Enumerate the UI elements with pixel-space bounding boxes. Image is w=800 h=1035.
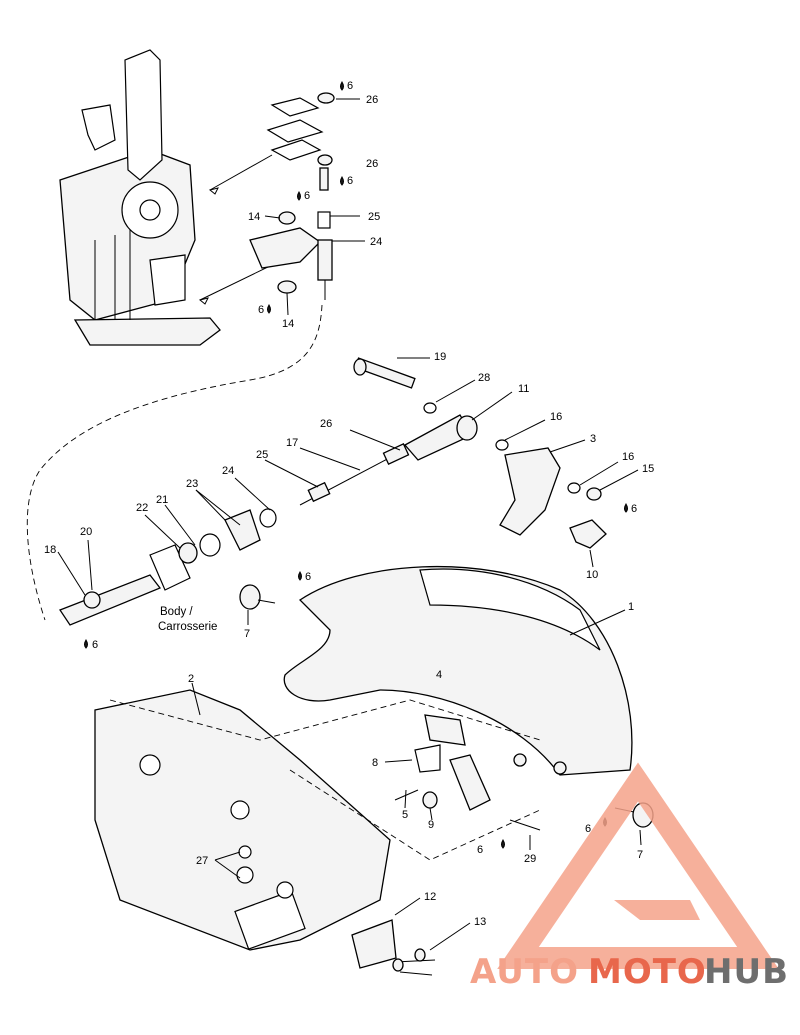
torque-ref-label: 6 (258, 304, 264, 316)
torque-ref-label: 6 (585, 823, 591, 835)
part-label-23: 23 (186, 478, 198, 490)
part-label-15: 15 (642, 463, 654, 475)
part-label-1: 1 (628, 601, 634, 613)
part-label-16: 16 (622, 451, 634, 463)
torque-ref-label: 6 (347, 175, 353, 187)
part-label-26: 26 (320, 418, 332, 430)
part-label-24: 24 (370, 236, 382, 248)
torque-ref: 6 (84, 639, 98, 651)
part-label-26: 26 (366, 94, 378, 106)
torque-ref-label: 6 (92, 639, 98, 651)
part-label-3: 3 (590, 433, 596, 445)
top-fastener-stack (249, 92, 335, 300)
cowling (283, 565, 633, 776)
part-label-7: 7 (637, 849, 643, 861)
part-label-5: 5 (402, 809, 408, 821)
bracket (499, 447, 607, 549)
part-label-28: 28 (478, 372, 490, 384)
body-note-line1: Body / (160, 606, 193, 618)
part-label-26: 26 (366, 158, 378, 170)
torque-ref: 6 (340, 175, 353, 187)
watermark-logo: AUTO MOTO HUB (470, 762, 789, 992)
leader-lines (57, 98, 642, 951)
torque-ref-label: 6 (347, 80, 353, 92)
watermark-hub: HUB (704, 952, 789, 992)
part-label-22: 22 (136, 502, 148, 514)
steering-cable (299, 357, 509, 506)
part-label-11: 11 (518, 383, 529, 395)
part-label-16: 16 (550, 411, 562, 423)
part-label-17: 17 (286, 437, 298, 449)
part-label-25: 25 (368, 211, 380, 223)
part-label-25: 25 (256, 449, 268, 461)
torque-ref: 6 (624, 503, 637, 515)
torque-refs: 6 6 6 6 6 6 6 6 (84, 80, 637, 856)
torque-ref-label: 6 (477, 844, 483, 856)
part-label-20: 20 (80, 526, 92, 538)
watermark-auto: AUTO (470, 952, 579, 992)
clip-and-pins (351, 919, 436, 976)
base-housing (94, 689, 391, 951)
part-label-9: 9 (428, 819, 434, 831)
part-label-19: 18 (44, 544, 56, 556)
part-label-4: 4 (436, 669, 442, 681)
body-note-line2: Carrosserie (158, 621, 217, 633)
part-label-24: 24 (222, 465, 234, 477)
part-label-8: 8 (372, 757, 378, 769)
part-label-12: 12 (424, 891, 436, 903)
torque-ref-label: 6 (631, 503, 637, 515)
part-label-27: 27 (196, 855, 208, 867)
watermark-moto: MOTO (588, 952, 707, 992)
part-label-14: 14 (282, 318, 294, 330)
part-labels: 26 26 25 24 14 14 19 28 11 16 3 16 15 10… (44, 94, 654, 928)
torque-ref: 6 (340, 80, 353, 92)
torque-ref: 6 (297, 190, 310, 202)
shaft-group (59, 508, 277, 626)
torque-ref-label: 6 (305, 571, 311, 583)
lever-assembly (59, 49, 221, 346)
part-label-2: 2 (188, 673, 194, 685)
part-label-10: 10 (586, 569, 598, 581)
torque-ref: 6 (477, 839, 505, 856)
torque-ref-label: 6 (304, 190, 310, 202)
part-label-18: 19 (434, 351, 446, 363)
torque-ref: 6 (258, 304, 271, 316)
small-fasteners (239, 584, 654, 831)
part-label-7: 7 (244, 628, 250, 640)
part-label-21: 21 (156, 494, 168, 506)
torque-ref: 6 (298, 571, 311, 583)
part-label-29: 29 (524, 853, 536, 865)
part-label-13: 13 (474, 916, 486, 928)
part-label-14: 14 (248, 211, 260, 223)
